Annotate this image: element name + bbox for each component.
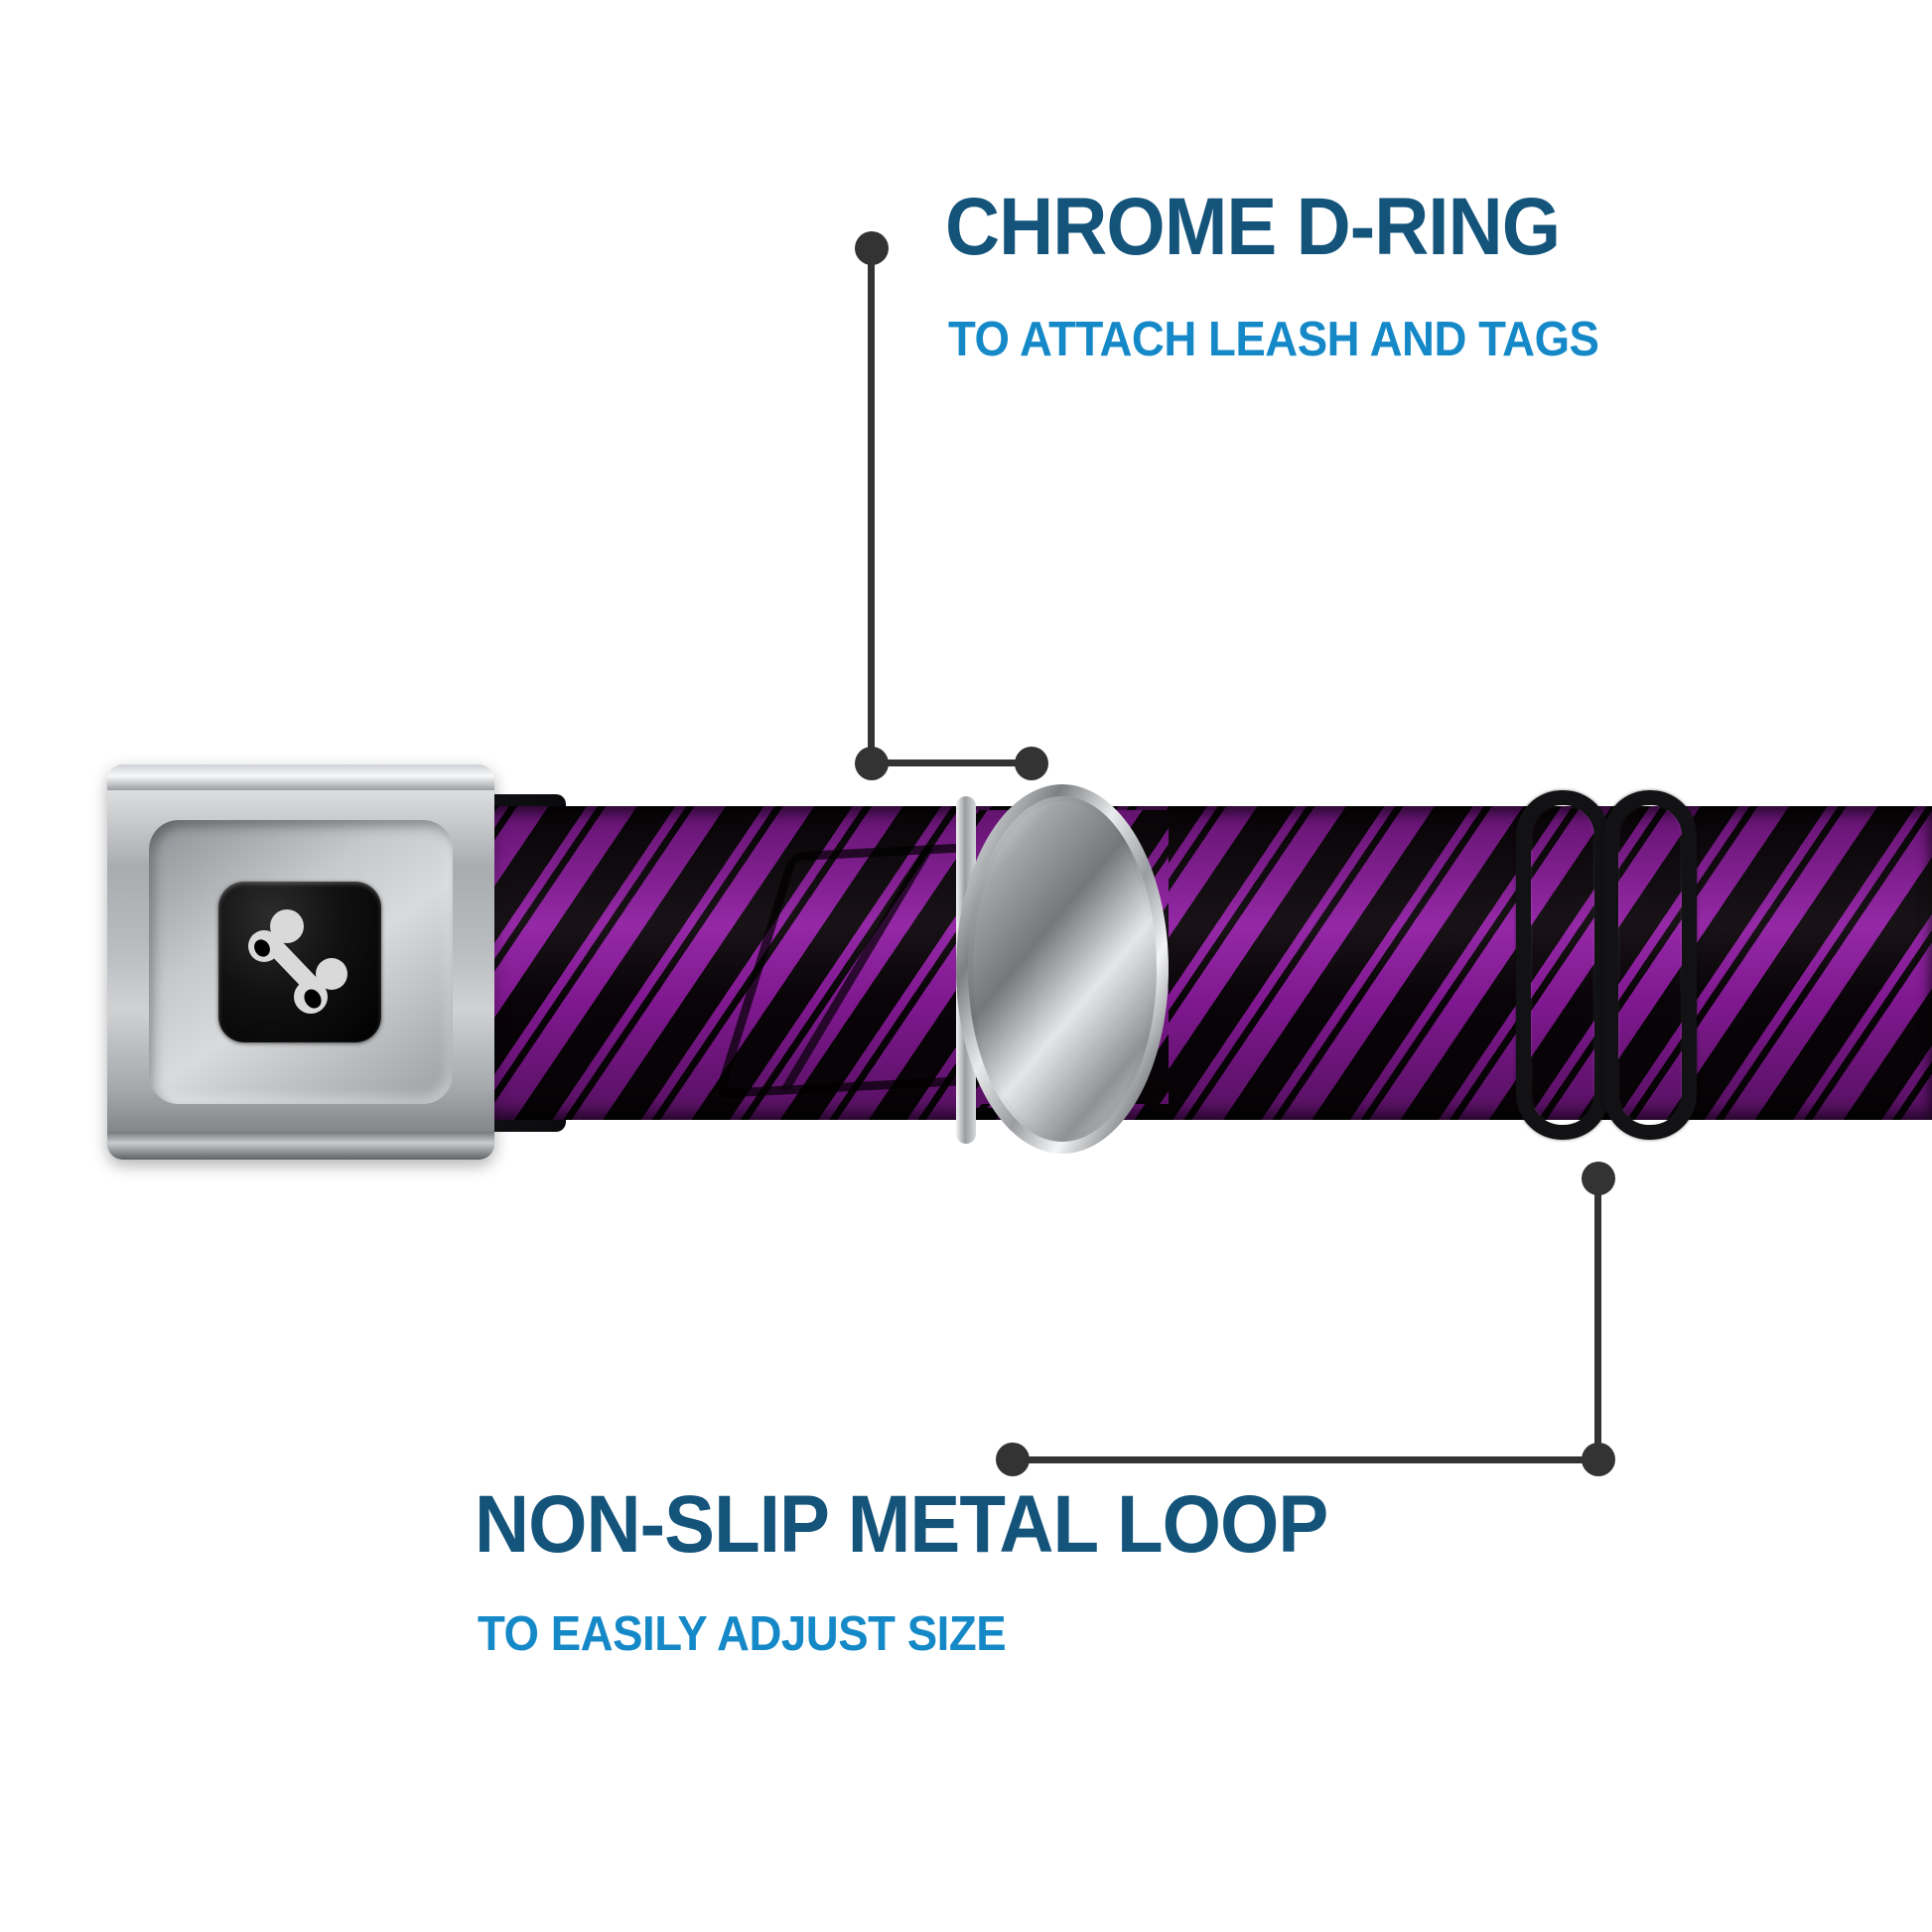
d-ring-outer-band bbox=[956, 784, 1169, 1154]
leader-dot-title-end bbox=[996, 1443, 1030, 1476]
callout-subtitle-chrome-d-ring: TO ATTACH LEASH AND TAGS bbox=[948, 313, 1599, 366]
collar-strap-webbing bbox=[449, 806, 1932, 1120]
callout-subtitle-non-slip-metal-loop: TO EASILY ADJUST SIZE bbox=[478, 1607, 1007, 1661]
callout-title-non-slip-metal-loop: NON-SLIP METAL LOOP bbox=[475, 1479, 1328, 1570]
buckle-top-lip bbox=[107, 764, 494, 790]
buckle-bottom-lip bbox=[107, 1132, 494, 1160]
non-slip-metal-loop bbox=[1516, 790, 1697, 1140]
webbing-tail bbox=[427, 794, 566, 1132]
callout-title-chrome-d-ring: CHROME D-RING bbox=[945, 182, 1561, 272]
buckle-clasp-tab bbox=[389, 784, 455, 1138]
leader-line-horizontal bbox=[1013, 1456, 1594, 1463]
leader-line-horizontal bbox=[872, 759, 1031, 766]
buckle-clip-bottom bbox=[365, 1088, 399, 1136]
metal-loop-bar-left bbox=[1516, 790, 1609, 1140]
strap-printed-graphic bbox=[713, 835, 1112, 1099]
buckle-logo-plate bbox=[218, 882, 381, 1042]
seatbelt-buckle bbox=[107, 764, 494, 1160]
buckle-bezel bbox=[149, 820, 453, 1104]
d-ring bbox=[956, 784, 1169, 1154]
buckle-clip-top bbox=[365, 796, 399, 844]
leader-line-vertical bbox=[1594, 1178, 1601, 1451]
d-ring-inner-band bbox=[968, 796, 1157, 1142]
metal-loop-bar-right bbox=[1603, 790, 1697, 1140]
dog-bone-icon bbox=[248, 909, 347, 1014]
leader-dot-target-end bbox=[1015, 747, 1048, 780]
leader-line-vertical bbox=[868, 248, 875, 755]
strap-over-d-ring bbox=[972, 810, 1169, 1108]
d-ring-straight-bar bbox=[956, 796, 976, 1144]
